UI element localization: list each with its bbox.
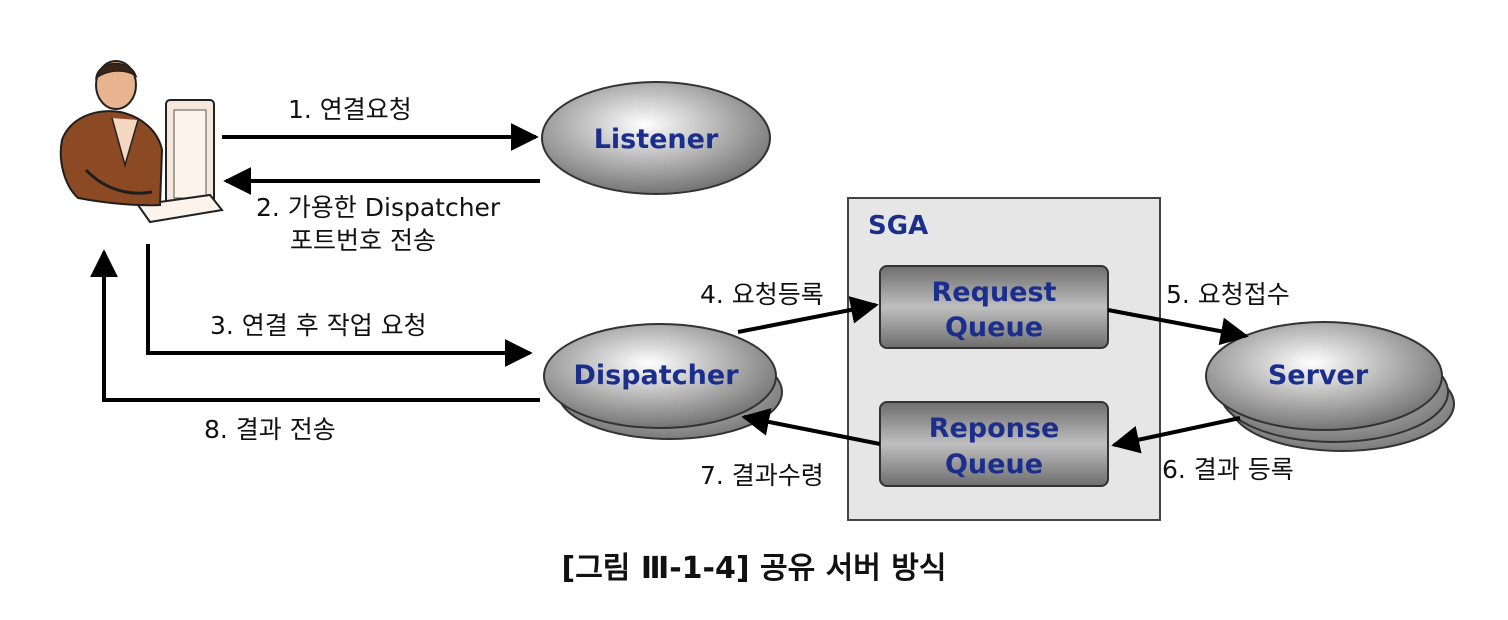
step3-label: 3. 연결 후 작업 요청 [210, 311, 427, 340]
step1-label: 1. 연결요청 [288, 95, 412, 124]
request-queue-label-line1: Request [932, 277, 1057, 308]
listener-node [541, 81, 771, 195]
dispatcher-label: Dispatcher [573, 360, 739, 391]
step5-label: 5. 요청접수 [1166, 280, 1290, 309]
step2-label-line2: 포트번호 전송 [290, 226, 436, 255]
server-node [1205, 321, 1455, 452]
server-label: Server [1268, 360, 1369, 391]
step4-label: 4. 요청등록 [700, 280, 824, 309]
step8-label: 8. 결과 전송 [204, 415, 336, 444]
dispatcher-node [543, 323, 783, 440]
figure-caption: [그림 Ⅲ-1-4] 공유 서버 방식 [561, 551, 946, 586]
arrow-result-receive [741, 408, 881, 446]
arrow-request-receive [1107, 308, 1249, 346]
step7-label: 7. 결과수령 [700, 461, 824, 490]
arrow-result-send [90, 249, 540, 402]
step2-label-line1: 2. 가용한 Dispatcher [256, 193, 501, 222]
step6-label: 6. 결과 등록 [1162, 455, 1294, 484]
arrow-request-register [737, 296, 879, 334]
arrow-work-request [146, 244, 533, 367]
response-queue-label-line1: Reponse [929, 413, 1060, 444]
request-queue-box [879, 265, 1109, 349]
listener-label: Listener [594, 124, 719, 155]
response-queue-label-line2: Queue [945, 449, 1043, 480]
sga-label: SGA [868, 211, 928, 241]
request-queue-label-line2: Queue [945, 312, 1043, 343]
arrow-result-register [1111, 416, 1241, 454]
person-at-computer-icon [59, 60, 224, 224]
